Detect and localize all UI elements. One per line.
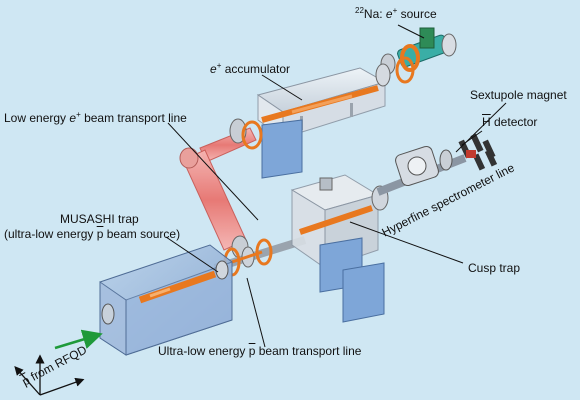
musashi-label-line2: (ultra-low energy p beam source) bbox=[4, 227, 181, 241]
low-energy-line-label: Low energy e+ beam transport line bbox=[4, 110, 187, 125]
antihydrogen-detector bbox=[458, 133, 498, 171]
na-source-label: 22Na: e+ source bbox=[355, 6, 437, 21]
detector-panel-1 bbox=[261, 119, 303, 179]
detector-panel-3 bbox=[342, 262, 385, 323]
positron-beam-line bbox=[179, 118, 263, 259]
leader-lines bbox=[165, 24, 507, 348]
hbar-detector-label: H detector bbox=[482, 115, 538, 129]
antiproton-arrow bbox=[54, 329, 103, 350]
sextupole-magnet bbox=[376, 145, 467, 196]
ultra-low-line-label: Ultra-low energy p beam transport line bbox=[158, 344, 362, 358]
positron-accumulator bbox=[256, 56, 415, 139]
cusp-trap-label: Cusp trap bbox=[468, 261, 521, 275]
musashi-label-line1: MUSASHI trap bbox=[60, 212, 139, 226]
sextupole-label: Sextupole magnet bbox=[470, 88, 567, 102]
coordinate-axes bbox=[14, 354, 85, 396]
musashi-trap bbox=[99, 244, 233, 356]
accumulator-label: e+ accumulator bbox=[210, 61, 291, 76]
